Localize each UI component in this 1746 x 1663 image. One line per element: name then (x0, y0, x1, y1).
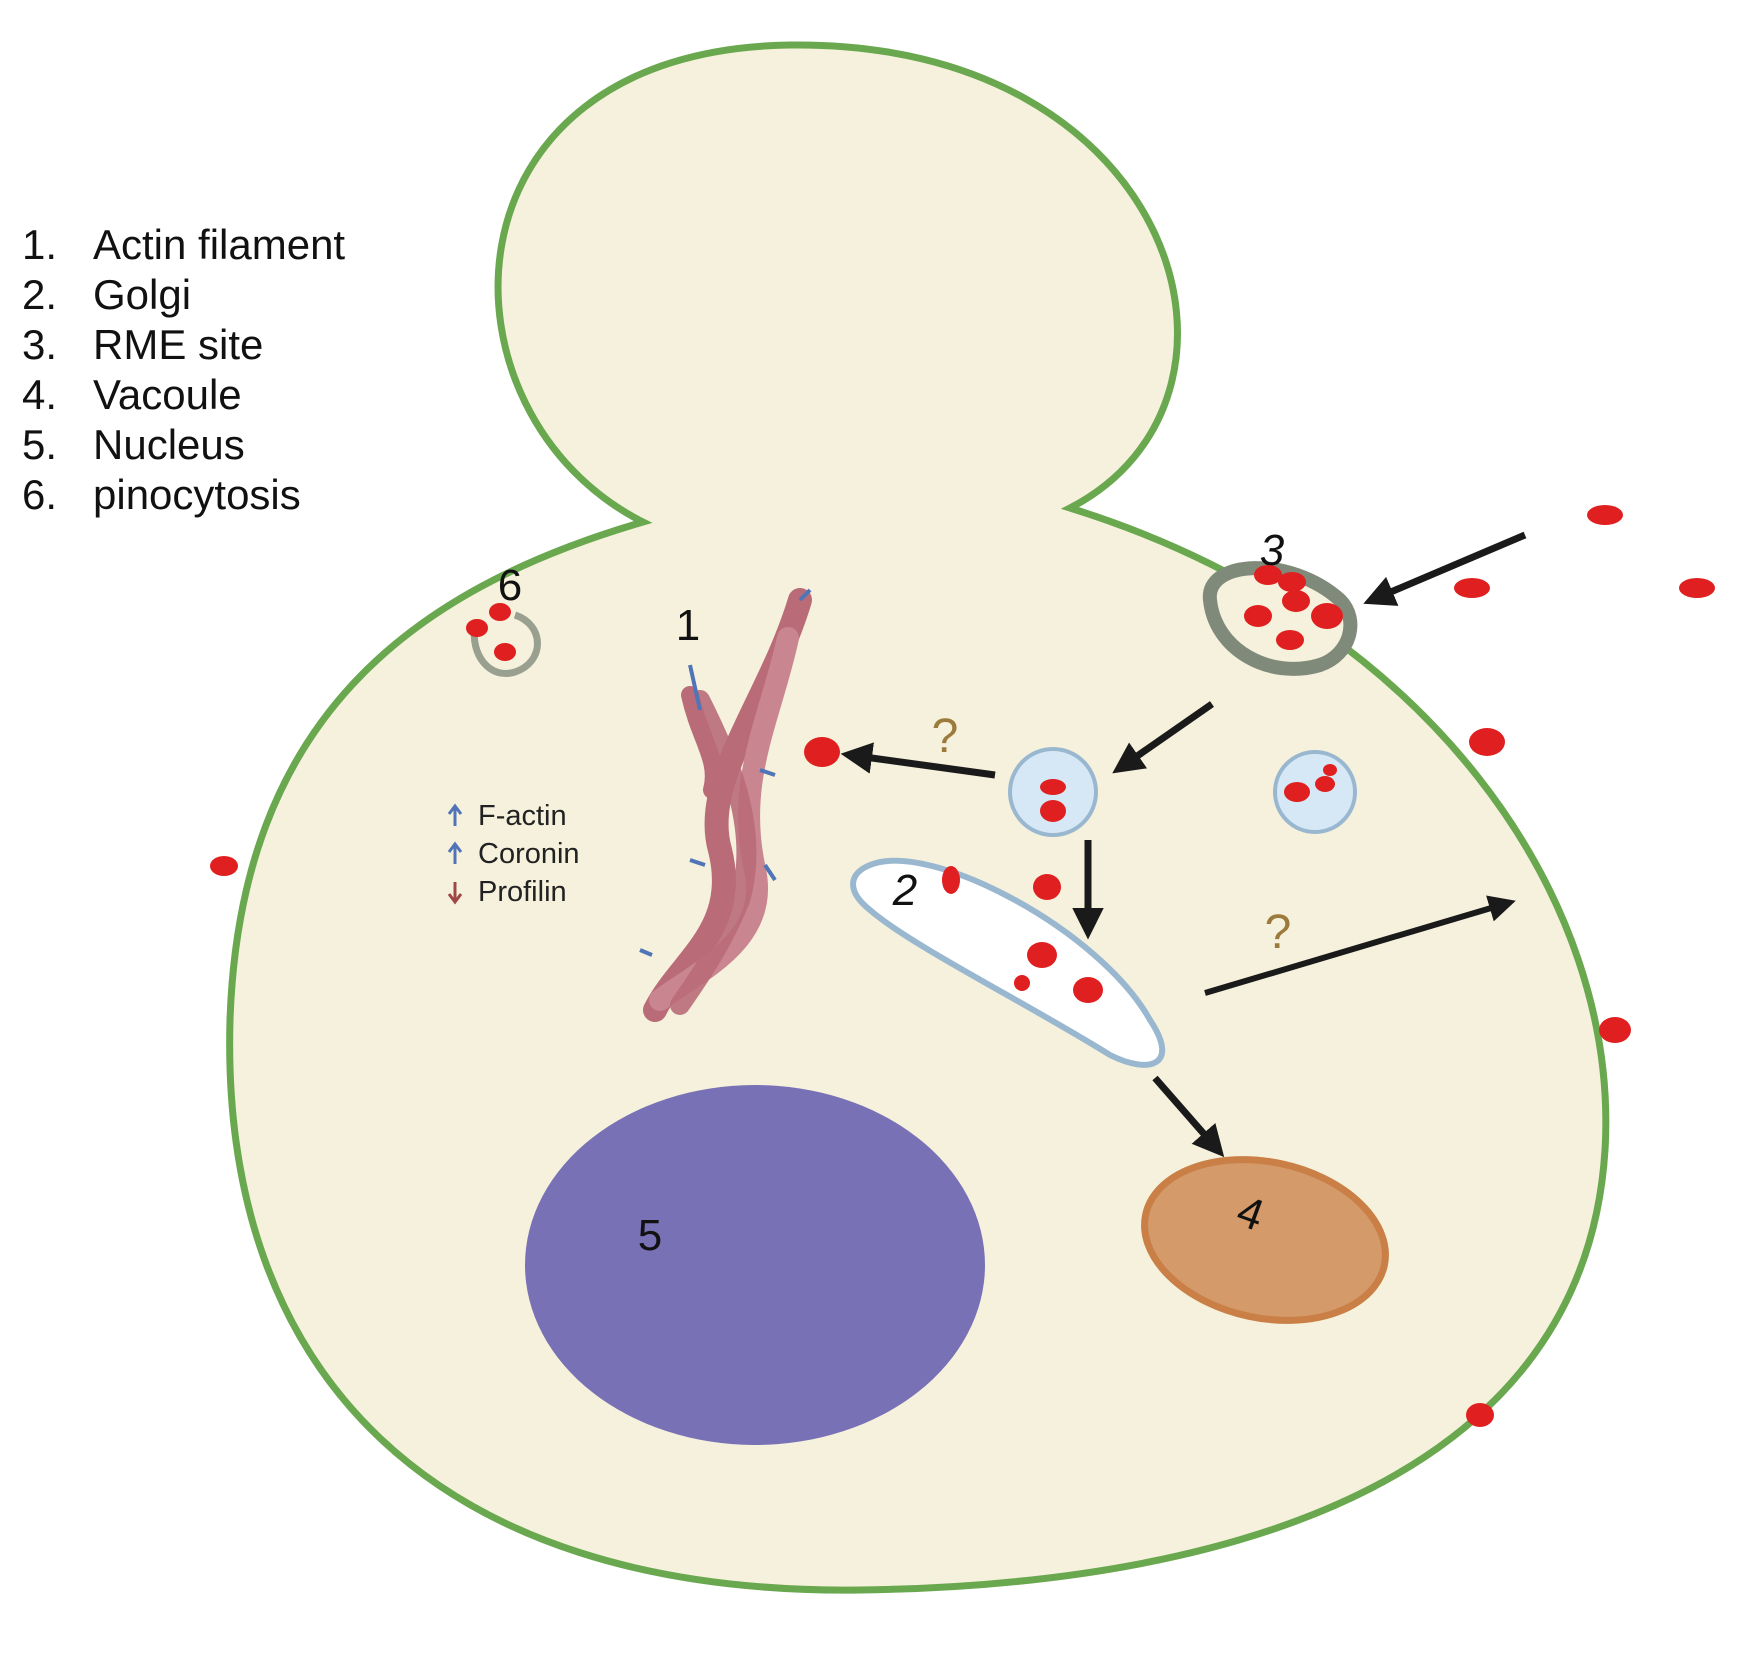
nucleus: 5 (525, 1085, 985, 1445)
rme-site: 3 (1202, 526, 1358, 676)
legend: 1. Actin filament 2. Golgi 3. RME site 4… (22, 221, 345, 518)
pinocytosis-number-label: 6 (498, 561, 522, 610)
actin-filament-strand (670, 690, 757, 1015)
rme-to-vesicle-arrow-icon (1112, 701, 1214, 774)
cargo-particle-icon (1073, 977, 1103, 1003)
golgi-shape (850, 857, 1166, 1068)
legend-label-vacuole: Vacoule (93, 371, 242, 418)
legend-label-nucleus: Nucleus (93, 421, 245, 468)
legend-label-pinocytosis: pinocytosis (93, 471, 301, 518)
cargo-particle-icon (1276, 630, 1304, 650)
coronin-mark (689, 858, 706, 867)
golgi-to-vacuole-arrow-icon (1152, 1075, 1225, 1158)
uptake-arrow-icon (1363, 531, 1527, 606)
cargo-particle-icon (1469, 728, 1505, 756)
coronin-mark (798, 588, 812, 602)
cargo-particle-icon (1014, 975, 1030, 991)
cargo-particle-icon (1311, 603, 1343, 629)
cargo-particle-icon (1244, 605, 1272, 627)
nucleus-number-label: 5 (638, 1211, 662, 1260)
up-arrow-icon (447, 803, 463, 826)
vesicle-to-actin-arrow-icon (840, 742, 996, 779)
cargo-particle-icon (210, 856, 238, 876)
legend-number-1: 1. (22, 221, 57, 268)
down-arrow-icon (447, 882, 463, 905)
cargo-particle-icon (1040, 779, 1066, 795)
cargo-particle-icon (1323, 764, 1337, 776)
cargo-particle-icon (1679, 578, 1715, 598)
golgi-to-membrane-arrow-icon (1204, 895, 1516, 996)
rme-pit (1202, 561, 1358, 676)
cargo-particle-icon (942, 866, 960, 894)
cargo-particle-icon (1282, 590, 1310, 612)
cargo-particle-icon (804, 737, 840, 767)
legend-number-5: 5. (22, 421, 57, 468)
legend-label-actin: Actin filament (93, 221, 345, 268)
legend-number-4: 4. (22, 371, 57, 418)
cargo-particle-icon (1466, 1403, 1494, 1427)
cargo-particle-icon (466, 619, 488, 637)
legend-number-6: 6. (22, 471, 57, 518)
actin-filaments: 1 (639, 588, 812, 1022)
mini-legend-label-coronin: Coronin (478, 838, 580, 870)
mini-legend: F-actin Coronin Profilin (447, 800, 580, 908)
mini-legend-label-profilin: Profilin (478, 876, 567, 908)
cargo-particle-icon (1284, 782, 1310, 802)
mini-legend-label-factin: F-actin (478, 800, 567, 832)
cargo-particle-icon (1315, 776, 1335, 792)
cargo-particle-icon (1040, 800, 1066, 822)
coronin-mark (759, 768, 776, 777)
cargo-particle-icon (1454, 578, 1490, 598)
legend-number-2: 2. (22, 271, 57, 318)
cargo-particles (210, 505, 1715, 1427)
legend-label-rme: RME site (93, 321, 263, 368)
golgi: 2 (850, 857, 1166, 1068)
actin-filament-strand (681, 686, 723, 799)
question-mark-actin-route: ? (932, 710, 959, 763)
question-mark-exocytosis-route: ? (1265, 906, 1292, 959)
up-arrow-icon (447, 841, 463, 864)
cargo-particle-icon (1254, 565, 1282, 585)
cargo-particle-icon (489, 603, 511, 621)
cargo-particle-icon (1033, 874, 1061, 900)
nucleus-shape (525, 1085, 985, 1445)
coronin-mark (688, 664, 702, 711)
cargo-particle-icon (1278, 572, 1306, 592)
cargo-particle-icon (1599, 1017, 1631, 1043)
golgi-number-label: 2 (892, 866, 917, 915)
legend-number-3: 3. (22, 321, 57, 368)
cargo-particle-icon (494, 643, 516, 661)
cargo-particle-icon (1587, 505, 1623, 525)
vacuole-shape (1141, 1156, 1389, 1324)
coronin-mark (763, 863, 777, 882)
legend-label-golgi: Golgi (93, 271, 191, 318)
cargo-particle-icon (1027, 942, 1057, 968)
pathway-arrows: ? ? (840, 531, 1527, 1158)
vacuole: 4 (1141, 1156, 1389, 1324)
coronin-mark (639, 948, 653, 957)
actin-number-label: 1 (676, 601, 700, 650)
